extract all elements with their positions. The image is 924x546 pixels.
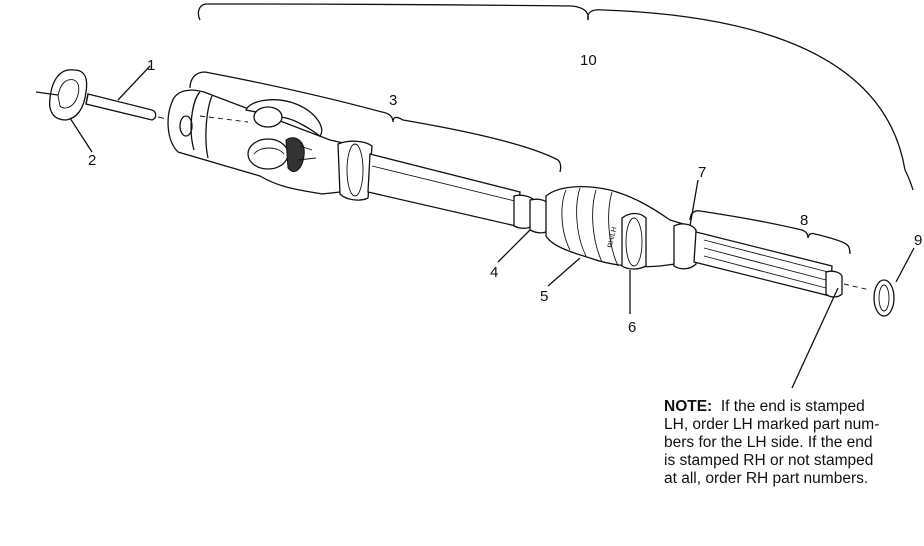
part-4-clamp xyxy=(513,194,549,234)
bracket-10 xyxy=(197,3,914,191)
note-line-4: is stamped RH or not stamped xyxy=(664,452,874,469)
main-shaft xyxy=(367,153,521,227)
part-8-spline-shaft xyxy=(693,231,871,298)
callout-5: 5 xyxy=(540,288,548,305)
bracket-8 xyxy=(689,210,851,255)
leader-1 xyxy=(117,65,151,101)
note-line-3: bers for the LH side. If the end xyxy=(664,434,873,451)
leader-note xyxy=(791,287,839,389)
part-2-retainer-plate xyxy=(35,69,88,121)
leader-9 xyxy=(895,247,915,283)
note-line-1-text: If the end is stamped xyxy=(720,398,865,415)
callout-1: 1 xyxy=(147,57,155,74)
part-5-boot: RH/LH xyxy=(545,186,691,268)
callout-3: 3 xyxy=(389,92,397,109)
note-line-5: at all, order RH part numbers. xyxy=(664,470,869,487)
boot-stamp: RH/LH xyxy=(607,226,618,248)
part-7-outer-cv xyxy=(673,223,697,270)
leader-4 xyxy=(497,229,531,263)
bracket-3 xyxy=(189,71,562,173)
callout-4: 4 xyxy=(490,264,498,281)
part-1-pin xyxy=(85,93,157,121)
part-6-clamp xyxy=(621,212,647,270)
callout-2: 2 xyxy=(88,152,96,169)
leader-5 xyxy=(547,257,581,287)
note-line-2: LH, order LH marked part num- xyxy=(664,416,880,433)
note-heading: NOTE: xyxy=(664,398,713,415)
callout-9: 9 xyxy=(914,232,922,249)
leader-7 xyxy=(689,179,699,227)
part-9-circlip xyxy=(873,279,895,317)
callout-8: 8 xyxy=(800,212,808,229)
callout-10: 10 xyxy=(580,52,597,69)
note-line-1: NOTE: If the end is stamped xyxy=(664,398,922,416)
part-3-cv-joint xyxy=(167,89,373,201)
callout-7: 7 xyxy=(698,164,706,181)
leader-2 xyxy=(69,117,93,153)
callout-6: 6 xyxy=(628,319,636,336)
ordering-note: NOTE: If the end is stamped LH, order LH… xyxy=(664,398,922,488)
